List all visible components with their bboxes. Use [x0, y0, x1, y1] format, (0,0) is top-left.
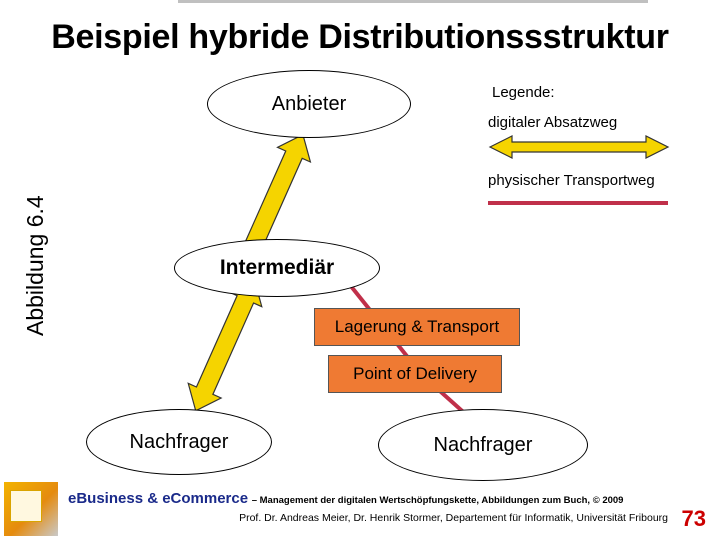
node-provider-label: Anbieter — [271, 92, 347, 115]
title-rule — [178, 0, 648, 3]
slide-title: Beispiel hybride Distributionssstruktur — [51, 18, 669, 56]
node-consumer-right-label: Nachfrager — [433, 433, 533, 456]
footer-logo — [4, 482, 58, 536]
node-consumer-right: Nachfrager — [378, 409, 588, 481]
box-storage-label: Lagerung & Transport — [334, 317, 500, 336]
footer-title-line: eBusiness & eCommerce – Management der d… — [68, 490, 623, 507]
legend-heading: Legende: — [492, 84, 555, 101]
node-intermediary-label: Intermediär — [219, 256, 335, 279]
node-consumer-left: Nachfrager — [86, 409, 272, 475]
legend-physical-label: physischer Transportweg — [488, 172, 655, 189]
box-delivery-label: Point of Delivery — [353, 364, 477, 383]
node-intermediary: Intermediär — [174, 239, 380, 297]
legend-digital-arrow — [488, 135, 670, 159]
box-storage-transport: Lagerung & Transport — [314, 308, 520, 346]
footer-authors: Prof. Dr. Andreas Meier, Dr. Henrik Stor… — [239, 512, 668, 524]
page-number: 73 — [681, 506, 706, 531]
box-point-of-delivery: Point of Delivery — [328, 355, 502, 393]
footer: eBusiness & eCommerce – Management der d… — [0, 482, 720, 540]
legend-digital-label: digitaler Absatzweg — [488, 114, 618, 131]
footer-logo-mark — [10, 490, 42, 522]
footer-brand: eBusiness & eCommerce — [68, 490, 249, 507]
node-provider: Anbieter — [207, 70, 411, 138]
footer-subtitle: – Management der digitalen Wertschöpfung… — [251, 495, 624, 506]
node-consumer-left-label: Nachfrager — [129, 430, 229, 453]
